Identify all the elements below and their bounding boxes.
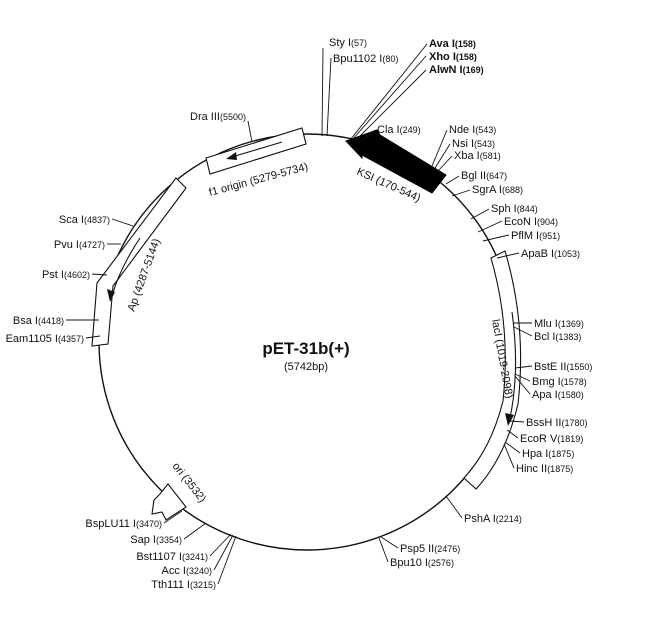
xba-i-leader [437, 155, 453, 172]
site-label-hpa-i: Hpa I(1875) [522, 448, 574, 460]
nsi-i-leader [434, 143, 451, 169]
xho-i-leader [351, 55, 427, 141]
bst1107-i-leader [209, 533, 232, 557]
bcl-i-leader [513, 326, 533, 337]
site-label-sap-i: Sap I(3354) [130, 534, 182, 546]
site-label-nsi-i: Nsi I(543) [452, 138, 495, 150]
dra-iii-leader [247, 120, 253, 143]
site-label-econ-i: EcoN I(904) [504, 216, 558, 228]
feature-direction-arrows [107, 141, 517, 426]
site-label-tth111-i: Tth111 I(3215) [151, 579, 216, 591]
eam1105-i-leader [85, 335, 101, 339]
site-label-bmg-i: Bmg I(1578) [532, 376, 587, 388]
site-label-cla-i: Cla I(249) [377, 124, 421, 136]
site-label-bgl-ii: Bgl II(647) [461, 170, 507, 182]
sty-i-leader [321, 47, 324, 137]
f1-origin-box [205, 127, 307, 175]
hpa-i-leader [504, 441, 521, 454]
apab-i-leader [496, 252, 520, 259]
site-label-sgra-i: SgrA I(688) [472, 184, 523, 196]
hinc-ii-leader [503, 443, 515, 469]
psp5-ii-leader [380, 536, 399, 549]
site-leader-lines [66, 43, 533, 585]
laci-arrowhead [505, 413, 514, 426]
plasmid-name: pET-31b(+) [262, 339, 349, 358]
site-label-pflm-i: PflM I(951) [511, 230, 560, 242]
pflm-i-leader [482, 234, 510, 242]
site-label-apa-i: Apa I(1580) [532, 389, 584, 401]
site-label-mlu-i: Mlu I(1369) [534, 318, 584, 330]
site-label-alwn-i: AlwN I(169) [429, 64, 484, 76]
sap-i-leader [183, 522, 207, 540]
nde-i-leader [431, 129, 448, 167]
site-label-eam1105-i: Eam1105 I(4357) [6, 333, 84, 345]
site-labels: Sty I(57) Bpu1102 I(80) Ava I(158) Xho I… [6, 37, 593, 591]
bmg-i-leader [514, 373, 531, 382]
f1-arrowhead [226, 152, 237, 160]
ap-arrowhead [107, 289, 115, 302]
site-label-ava-i: Ava I(158) [429, 38, 476, 50]
bgl-ii-leader [445, 175, 460, 185]
plasmid-size: (5742bp) [284, 361, 328, 373]
site-label-sty-i: Sty I(57) [329, 37, 367, 49]
sph-i-leader [470, 208, 490, 220]
sgra-i-leader [451, 189, 471, 197]
f1-direction-arrow [231, 141, 283, 158]
ecor-v-leader [506, 429, 519, 439]
site-label-xho-i: Xho I(158) [429, 51, 477, 63]
feature-boxes [91, 127, 522, 521]
apa-i-leader [514, 375, 531, 395]
site-label-bpu1102-i: Bpu1102 I(80) [333, 53, 398, 65]
ori-arrow-box [151, 483, 187, 521]
alwn-i-leader [354, 69, 427, 142]
site-label-pst-i: Pst I(4602) [42, 269, 90, 281]
site-label-psha-i: PshA I(2214) [464, 513, 522, 525]
site-label-bsa-i: Bsa I(4418) [13, 315, 64, 327]
site-label-bsplu11-i: BspLU11 I(3470) [85, 518, 162, 530]
econ-i-leader [477, 220, 503, 233]
acc-i-leader [213, 534, 234, 571]
ava-i-leader [349, 43, 428, 141]
bpu10-i-leader [378, 537, 389, 563]
site-label-xba-i: Xba I(581) [454, 150, 501, 162]
site-label-bste-ii: BstE II(1550) [534, 361, 592, 373]
site-label-bpu10-i: Bpu10 I(2576) [390, 557, 454, 569]
site-label-ecor-v: EcoR V(1819) [520, 433, 583, 445]
site-label-apab-i: ApaB I(1053) [521, 248, 580, 260]
pst-i-leader [91, 273, 108, 276]
site-label-psp5-ii: Psp5 II(2476) [400, 543, 460, 555]
site-label-bcl-i: Bcl I(1383) [534, 331, 581, 343]
ap-box [91, 177, 187, 347]
psha-i-leader [445, 495, 463, 519]
site-label-acc-i: Acc I(3240) [162, 565, 212, 577]
laci-box [463, 250, 522, 490]
site-label-sca-i: Sca I(4837) [59, 214, 110, 226]
site-label-pvu-i: Pvu I(4727) [54, 239, 105, 251]
cla-i-leader [360, 129, 376, 143]
site-label-bssh-ii: BssH II(1780) [526, 417, 587, 429]
sca-i-leader [111, 218, 134, 227]
site-label-bst1107-i: Bst1107 I(3241) [136, 551, 208, 563]
laci-direction-arrow [509, 311, 517, 419]
tth111-i-leader [217, 535, 237, 585]
bssh-ii-leader [508, 420, 525, 423]
bsplu11-i-leader [163, 510, 183, 524]
site-label-sph-i: Sph I(844) [491, 203, 538, 215]
site-label-hinc-ii: Hinc II(1875) [516, 463, 573, 475]
ap-direction-arrow [111, 237, 141, 297]
bpu1102-i-leader [326, 57, 332, 137]
bste-ii-leader [514, 365, 533, 369]
ksi-arrow [345, 129, 447, 194]
site-label-nde-i: Nde I(543) [449, 124, 496, 136]
site-label-dra-iii: Dra III(5500) [190, 111, 246, 123]
